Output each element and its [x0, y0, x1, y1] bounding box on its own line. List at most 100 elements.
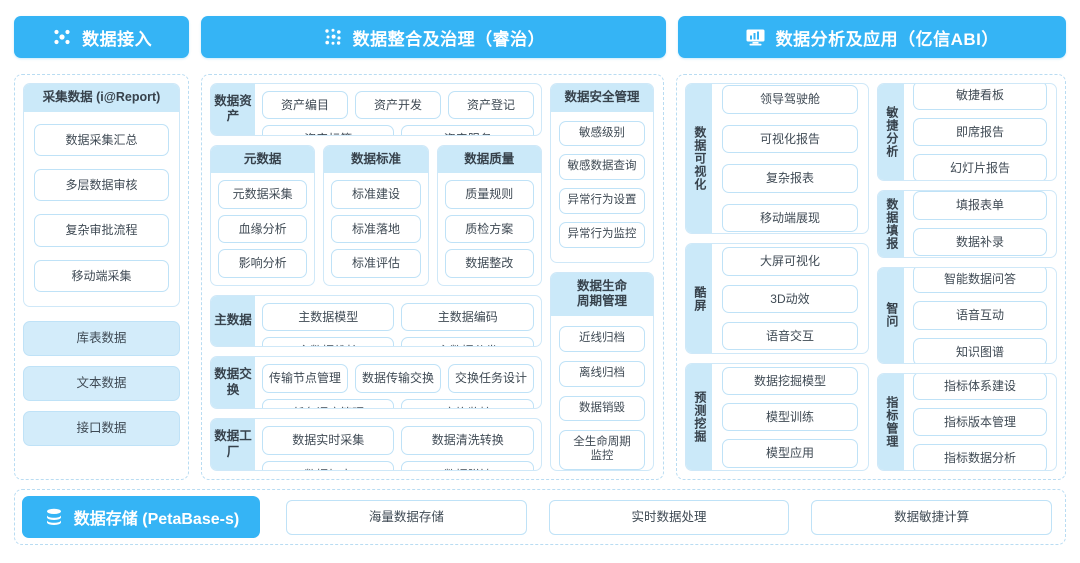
chip-item[interactable]: 交换任务设计	[447, 364, 534, 393]
group-items: 指标体系建设 指标版本管理 指标数据分析	[904, 374, 1056, 470]
group-row: 资产编目 资产开发 资产登记	[261, 91, 534, 120]
chip-item[interactable]: 移动端采集	[34, 259, 169, 293]
header-pill-data-analytics[interactable]: 数据分析及应用（亿信ABI）	[677, 16, 1066, 58]
group-items: 数据实时采集 数据清洗转换 数据加密 数据脱敏	[255, 419, 541, 470]
chip-item-multiline[interactable]: 全生命周期 监控	[558, 430, 645, 470]
group-items: 填报表单 数据补录	[904, 191, 1056, 257]
chip-item[interactable]: 异常行为监控	[558, 222, 645, 248]
chip-item[interactable]: 质量规则	[444, 180, 534, 209]
chip-item[interactable]: 主数据维护	[261, 336, 395, 347]
chip-item[interactable]: 实时数据处理	[548, 499, 790, 535]
header-pill-data-ingest[interactable]: 数据接入	[14, 16, 190, 58]
chip-item[interactable]: 元数据采集	[217, 180, 308, 209]
chip-item[interactable]: 复杂报表	[722, 164, 858, 193]
chip-item[interactable]: 幻灯片报告	[912, 154, 1047, 180]
card-title: 元数据	[210, 145, 315, 174]
group-data-exchange: 数据交换 传输节点管理 数据传输交换 交换任务设计 任务调度管理 交换监控	[209, 356, 542, 410]
chip-item[interactable]: 数据挖掘模型	[722, 366, 858, 396]
chip-item[interactable]: 指标版本管理	[912, 407, 1047, 437]
chip-item[interactable]: 模型训练	[722, 403, 858, 432]
chip-item[interactable]: 敏感数据查询	[558, 154, 645, 181]
chip-item[interactable]: 资产登记	[447, 91, 534, 120]
chip-item[interactable]: 指标数据分析	[912, 444, 1047, 470]
chip-item[interactable]: 数据整改	[444, 249, 534, 278]
chip-item[interactable]: 3D动效	[722, 284, 858, 314]
chip-item[interactable]: 多层数据审核	[34, 169, 169, 202]
chip-item[interactable]: 资产服务	[401, 125, 534, 135]
chip-item[interactable]: 影响分析	[217, 249, 308, 278]
chip-item[interactable]: 血缘分析	[217, 214, 308, 244]
chip-item[interactable]: 海量数据存储	[286, 499, 527, 535]
chip-item[interactable]: 数据清洗转换	[401, 426, 534, 455]
chip-item[interactable]: 交换监控	[401, 398, 534, 409]
chip-item[interactable]: 任务调度管理	[261, 398, 395, 409]
chip-item[interactable]: 数据实时采集	[261, 426, 395, 455]
chip-item[interactable]: 知识图谱	[912, 337, 1047, 364]
chip-item[interactable]: 主数据编码	[401, 302, 534, 331]
chip-item[interactable]: 即席报告	[912, 117, 1047, 147]
database-icon	[43, 506, 65, 528]
card-data-lifecycle: 数据生命 周期管理 近线归档 离线归档 数据销毁 全生命周期 监控	[549, 271, 654, 471]
chip-item[interactable]: 敏感级别	[558, 120, 645, 147]
chip-item[interactable]: 离线归档	[558, 360, 645, 387]
chip-item[interactable]: 资产编目	[261, 91, 348, 120]
header-label: 数据接入	[82, 29, 153, 49]
card-body: 数据采集汇总 多层数据审核 复杂审批流程 移动端采集	[24, 112, 179, 307]
panel-data-ingest: 采集数据 (i@Report) 数据采集汇总 多层数据审核 复杂审批流程 移动端…	[14, 74, 189, 480]
group-label: 数据资产	[210, 84, 255, 135]
chip-item[interactable]: 数据销毁	[558, 395, 645, 422]
chip-item[interactable]: 资产标签	[261, 125, 395, 135]
chip-item[interactable]: 领导驾驶舱	[722, 85, 858, 114]
chip-item[interactable]: 近线归档	[558, 326, 645, 352]
chip-item[interactable]: 质检方案	[444, 214, 534, 244]
chip-source-type[interactable]: 接口数据	[23, 411, 180, 447]
chip-item[interactable]: 大屏可视化	[722, 247, 858, 276]
chip-item[interactable]: 数据加密	[261, 460, 395, 470]
chip-item[interactable]: 敏捷看板	[912, 83, 1047, 110]
chip-item[interactable]: 智能数据问答	[912, 267, 1047, 294]
source-type-list: 库表数据 文本数据 接口数据	[23, 315, 180, 447]
group-label: 主数据	[210, 295, 255, 347]
chip-item[interactable]: 可视化报告	[722, 124, 858, 154]
chip-item[interactable]: 数据采集汇总	[34, 123, 169, 157]
chip-item[interactable]: 标准评估	[331, 249, 421, 278]
chip-item[interactable]: 传输节点管理	[261, 364, 348, 393]
card-title: 数据标准	[324, 145, 428, 174]
header-label: 数据分析及应用（亿信ABI）	[775, 29, 999, 49]
chip-item[interactable]: 标准建设	[331, 180, 421, 209]
chip-item[interactable]: 资产开发	[354, 91, 441, 120]
group-row: 主数据模型 主数据编码	[261, 302, 534, 331]
chip-item[interactable]: 主数据分发	[401, 336, 534, 347]
analytics-right-column: 敏捷分析 敏捷看板 即席报告 幻灯片报告 数据填报 填报表单 数据补录 智问	[876, 83, 1057, 471]
chip-item[interactable]: 填报表单	[912, 191, 1047, 220]
chip-source-type[interactable]: 库表数据	[23, 321, 180, 357]
group-data-visualization: 数据可视化 领导驾驶舱 可视化报告 复杂报表 移动端展现	[685, 83, 869, 235]
chip-item[interactable]: 指标体系建设	[912, 374, 1047, 400]
chip-item[interactable]: 模型应用	[722, 439, 858, 468]
storage-pill[interactable]: 数据存储 (PetaBase-s)	[22, 496, 260, 538]
chip-item[interactable]: 数据脱敏	[401, 460, 534, 470]
card-body: 标准建设 标准落地 标准评估	[324, 173, 427, 284]
chip-item[interactable]: 移动端展现	[722, 203, 858, 232]
card-title: 数据安全管理	[550, 84, 653, 112]
group-items: 资产编目 资产开发 资产登记 资产标签 资产服务	[255, 84, 541, 135]
group-row: 传输节点管理 数据传输交换 交换任务设计	[261, 364, 534, 393]
group-items: 传输节点管理 数据传输交换 交换任务设计 任务调度管理 交换监控	[255, 357, 541, 409]
group-label: 敏捷分析	[877, 84, 904, 180]
card-title-line2: 周期管理	[576, 294, 627, 309]
chip-item[interactable]: 数据敏捷计算	[811, 499, 1053, 535]
header-pill-data-governance[interactable]: 数据整合及治理（睿治）	[201, 16, 666, 58]
chip-item[interactable]: 标准落地	[331, 214, 421, 244]
chip-item[interactable]: 数据补录	[912, 227, 1047, 257]
chip-item[interactable]: 主数据模型	[261, 302, 395, 331]
chip-source-type[interactable]: 文本数据	[23, 366, 180, 402]
group-row: 数据加密 数据脱敏	[261, 460, 534, 470]
chip-item[interactable]: 语音交互	[722, 322, 858, 351]
panel-data-analytics: 数据可视化 领导驾驶舱 可视化报告 复杂报表 移动端展现 酷屏 大屏可视化 3D…	[676, 74, 1066, 480]
chip-item[interactable]: 数据传输交换	[354, 364, 441, 393]
group-label: 数据填报	[877, 190, 904, 257]
chip-item[interactable]: 复杂审批流程	[34, 214, 169, 247]
chip-item[interactable]: 语音互动	[912, 301, 1047, 330]
chip-item[interactable]: 异常行为设置	[558, 188, 645, 215]
group-label: 指标管理	[877, 374, 904, 470]
